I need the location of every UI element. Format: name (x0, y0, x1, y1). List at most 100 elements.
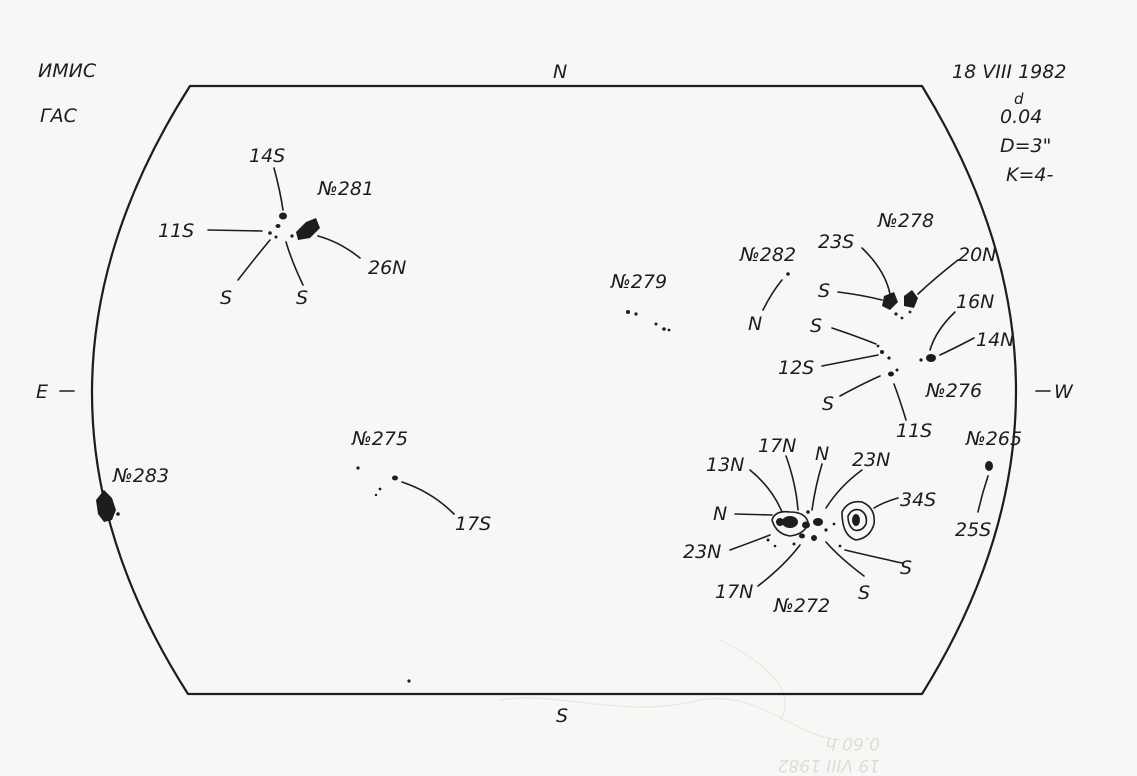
east-label: E (36, 381, 48, 403)
institute-label: ИМИС (38, 60, 97, 82)
sunspot (852, 514, 860, 526)
sunspot (882, 292, 898, 310)
sunspot (290, 234, 294, 238)
sunspot (799, 533, 805, 539)
group-272-label-s-bottom: S (858, 582, 870, 604)
group-278-label-20n: 20N (958, 244, 996, 266)
group-282-label-n: N (748, 313, 762, 335)
observatory-label: ГАС (40, 105, 78, 127)
west-label: W (1054, 381, 1074, 403)
group-278-number: №278 (877, 210, 934, 232)
sunspot (116, 512, 120, 516)
group-272-label-23n-left: 23N (683, 541, 721, 563)
sunspot (275, 224, 281, 228)
sunspot (786, 272, 790, 276)
sunspot (926, 354, 936, 362)
group-281: №281 14S 11S S S 26N (158, 145, 406, 309)
group-278-label-23s: 23S (818, 231, 854, 253)
sunspot (392, 475, 398, 481)
sunspot (296, 218, 320, 240)
sunspot (894, 312, 898, 316)
group-272-label-23n-top: 23N (852, 449, 890, 471)
quality-label: K=4- (1006, 164, 1053, 186)
time-label: 0.04 (1000, 106, 1042, 128)
group-272-number: №272 (773, 595, 830, 617)
group-272-label-n-left: N (713, 503, 727, 525)
group-282: №282 N (739, 244, 796, 335)
sunspot (888, 371, 894, 377)
group-272: №272 13N 17N N 23N 34S N 23N 17N S S (683, 435, 936, 617)
group-279-number: №279 (610, 271, 667, 293)
sunspot (919, 358, 923, 362)
sunspot (766, 538, 770, 542)
group-281-label-s-left: S (220, 287, 232, 309)
group-275: №275 17S (351, 428, 491, 535)
sunspot (773, 544, 777, 548)
north-label: N (553, 61, 567, 83)
group-265: №265 25S (955, 428, 1022, 541)
sunspot (806, 510, 810, 514)
group-272-label-17n-bottom: 17N (715, 581, 753, 603)
sunspot (634, 312, 638, 316)
group-278: №278 23S 20N S (818, 210, 996, 320)
watermark-line-2: 0.60 h (826, 733, 880, 753)
group-276-label-16n: 16N (956, 291, 994, 313)
group-272-label-s-right: S (900, 557, 912, 579)
sunspot (900, 316, 904, 320)
group-281-number: №281 (317, 178, 374, 200)
group-276-label-14n: 14N (976, 329, 1014, 351)
group-281-label-s-right: S (296, 287, 308, 309)
group-272-label-n-top: N (815, 443, 829, 465)
sunspot (792, 542, 796, 546)
sunspot (782, 516, 798, 528)
seeing-label: D=3" (1000, 135, 1051, 157)
sunspot (96, 490, 116, 522)
group-272-label-34s: 34S (900, 489, 936, 511)
sunspot (876, 344, 880, 348)
sunspot (895, 368, 899, 372)
disk-frame (90, 84, 1017, 696)
penumbra-outline (841, 500, 876, 541)
group-272-label-17n-top: 17N (758, 435, 796, 457)
group-276-label-s-upper: S (810, 315, 822, 337)
sunspot (662, 327, 666, 331)
group-283: №283 (96, 465, 169, 522)
date-label: 18 VIII 1982 (952, 61, 1066, 83)
sunspot (279, 212, 287, 220)
sunspot (824, 528, 828, 532)
sunspot (813, 518, 823, 526)
sunspot (880, 350, 884, 354)
group-279: №279 (610, 271, 671, 332)
sunspot (838, 544, 842, 548)
group-276-label-11s: 11S (896, 420, 932, 442)
sunspot (268, 231, 272, 235)
sunspot (378, 487, 382, 491)
sunspot (374, 493, 378, 497)
group-275-label-17s: 17S (455, 513, 491, 535)
sunspot (274, 235, 278, 239)
group-276-label-s-lower: S (822, 393, 834, 415)
group-281-label-26n: 26N (368, 257, 406, 279)
group-281-label-11s: 11S (158, 220, 194, 242)
group-283-number: №283 (112, 465, 169, 487)
group-276-number: №276 (925, 380, 982, 402)
sunspot (811, 535, 817, 541)
sunspot (356, 466, 360, 470)
stray-mark (407, 679, 411, 683)
sunspot (654, 322, 658, 326)
sunspot (887, 356, 891, 360)
penumbra-outline (847, 508, 868, 532)
group-281-label-14s: 14S (249, 145, 285, 167)
sunspot (626, 310, 630, 314)
group-282-number: №282 (739, 244, 796, 266)
watermark-line-1: 19 VIII 1982 (778, 755, 880, 775)
time-superscript: d (1014, 90, 1024, 108)
sunspot (802, 521, 810, 529)
sunspot (904, 290, 918, 308)
south-label: S (556, 705, 568, 727)
sunspot (667, 328, 671, 332)
group-272-label-13n: 13N (706, 454, 744, 476)
group-275-number: №275 (351, 428, 408, 450)
